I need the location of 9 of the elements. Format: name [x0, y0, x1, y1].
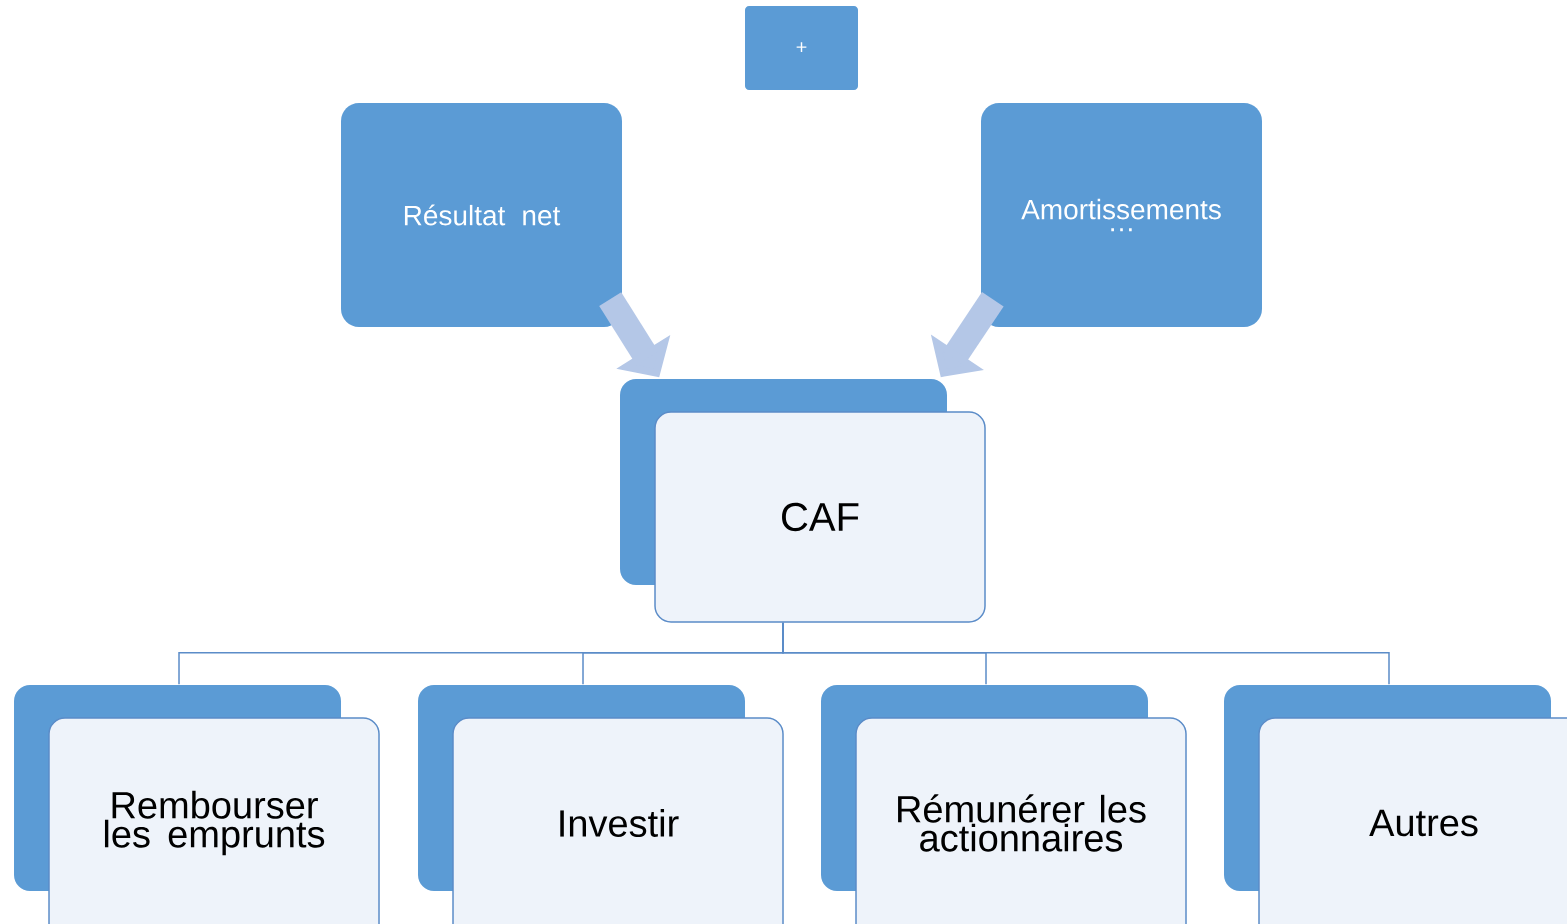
stacked-box: Rémunérer les actionnaires	[821, 685, 1187, 924]
stacked-box: Investir	[418, 685, 784, 924]
process-box: +	[745, 6, 858, 90]
process-box: Résultat net	[341, 103, 622, 327]
stacked-box: CAF	[620, 379, 986, 623]
process-box: Amortissements …	[981, 103, 1262, 327]
connector-line	[782, 622, 1390, 685]
stacked-box: Autres	[1224, 685, 1567, 924]
stacked-box: Rembourser les emprunts	[14, 685, 380, 924]
